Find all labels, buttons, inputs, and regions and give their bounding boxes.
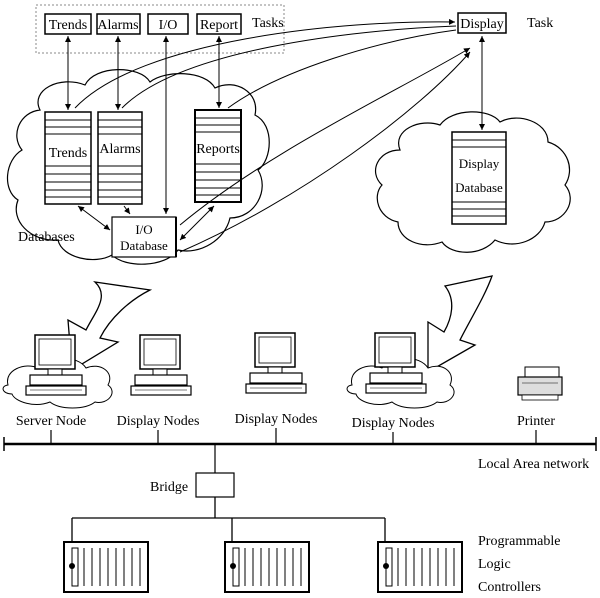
display-database: Display Database bbox=[451, 131, 507, 225]
task-io: I/O bbox=[147, 13, 189, 35]
plc-rack-3 bbox=[377, 541, 463, 593]
reports-database-label: Reports bbox=[196, 142, 240, 157]
printer-label: Printer bbox=[517, 414, 555, 429]
reports-database: Reports bbox=[194, 109, 242, 203]
display-task-type-label: Task bbox=[527, 16, 553, 31]
task-io-label: I/O bbox=[159, 18, 178, 33]
task-alarms: Alarms bbox=[96, 13, 141, 35]
plc-label-line2: Logic bbox=[478, 557, 511, 572]
task-database-arrows bbox=[65, 36, 485, 241]
task-trends: Trends bbox=[44, 13, 92, 35]
trends-database-label: Trends bbox=[49, 146, 87, 161]
lan-label: Local Area network bbox=[478, 457, 589, 472]
download-arrow-left bbox=[67, 281, 153, 372]
display-database-label-line2: Database bbox=[455, 180, 503, 195]
display-nodes-label-3: Display Nodes bbox=[352, 416, 435, 431]
databases-label: Databases bbox=[18, 230, 75, 245]
display-nodes-label-1: Display Nodes bbox=[117, 414, 200, 429]
task-report-label: Report bbox=[200, 18, 238, 33]
alarms-database-label: Alarms bbox=[99, 142, 140, 157]
io-database-label-line1: I/O bbox=[135, 222, 152, 237]
plc-bus bbox=[71, 497, 386, 542]
server-node-label: Server Node bbox=[16, 414, 86, 429]
display-nodes-label-2: Display Nodes bbox=[235, 412, 318, 427]
display-task-label: Display bbox=[460, 17, 504, 32]
tasks-label: Tasks bbox=[252, 16, 284, 31]
io-database-label-line2: Database bbox=[120, 238, 168, 253]
lan-bus bbox=[3, 428, 597, 473]
bridge-label: Bridge bbox=[150, 480, 188, 495]
bridge-box bbox=[195, 472, 235, 498]
plc-rack-2 bbox=[224, 541, 310, 593]
display-node-1-computer bbox=[130, 334, 192, 396]
display-task: Display Task bbox=[457, 12, 553, 34]
display-node-2-computer bbox=[245, 332, 307, 394]
server-node-computer bbox=[25, 334, 87, 396]
display-node-3-computer bbox=[365, 332, 427, 394]
trends-database: Trends bbox=[44, 111, 92, 205]
tasks-frame bbox=[35, 4, 285, 54]
display-database-label-line1: Display bbox=[459, 156, 500, 171]
task-alarms-label: Alarms bbox=[97, 18, 138, 33]
alarms-database: Alarms bbox=[97, 111, 143, 205]
task-report: Report bbox=[196, 13, 242, 35]
plc-label-line1: Programmable bbox=[478, 534, 560, 549]
download-arrow-right bbox=[427, 275, 493, 374]
plc-label-line3: Controllers bbox=[478, 580, 541, 595]
task-trends-label: Trends bbox=[49, 18, 87, 33]
plc-rack-1 bbox=[63, 541, 149, 593]
display-task-links bbox=[74, 18, 471, 253]
printer-icon bbox=[517, 366, 563, 401]
io-database: I/O Database bbox=[111, 216, 177, 258]
